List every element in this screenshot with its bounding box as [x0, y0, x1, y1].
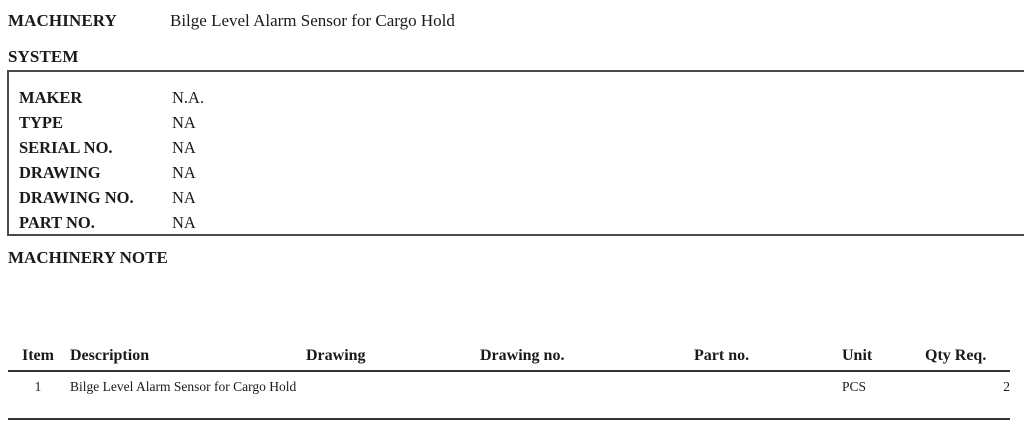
cell-description: Bilge Level Alarm Sensor for Cargo Hold [70, 379, 297, 394]
column-header-description: Description [70, 347, 150, 364]
machinery-value: Bilge Level Alarm Sensor for Cargo Hold [170, 11, 455, 30]
spec-row-part-no: PART NO. NA [19, 210, 1024, 235]
column-header-unit: Unit [842, 347, 873, 364]
spec-value-part-no: NA [172, 213, 196, 232]
spec-value-drawing-no: NA [172, 188, 196, 207]
spec-label-part-no: PART NO. [19, 213, 95, 232]
table-row: 1 Bilge Level Alarm Sensor for Cargo Hol… [8, 372, 1010, 418]
column-header-item: Item [22, 347, 54, 364]
spec-value-serial-no: NA [172, 138, 196, 157]
cell-qty-req: 2 [1003, 379, 1010, 394]
spec-row-drawing: DRAWING NA [19, 160, 1024, 185]
spec-value-maker: N.A. [172, 88, 205, 107]
items-table-header: Item Description Drawing Drawing no. Par… [8, 344, 1010, 372]
system-label: SYSTEM [8, 47, 79, 66]
column-header-qty-req: Qty Req. [925, 347, 987, 364]
spec-label-serial-no: SERIAL NO. [19, 138, 113, 157]
spec-label-drawing-no: DRAWING NO. [19, 188, 134, 207]
spec-label-type: TYPE [19, 113, 64, 132]
column-header-drawing: Drawing [306, 347, 366, 364]
column-header-part-no: Part no. [694, 347, 750, 364]
spec-row-maker: MAKER N.A. [19, 85, 1024, 110]
machinery-header-row: MACHINERY Bilge Level Alarm Sensor for Ca… [8, 10, 1024, 32]
machinery-note-text [8, 274, 1010, 332]
spec-row-drawing-no: DRAWING NO. NA [19, 185, 1024, 210]
cell-unit: PCS [842, 379, 867, 394]
spec-value-drawing: NA [172, 163, 196, 182]
system-header-row: SYSTEM [8, 46, 1024, 68]
spec-label-drawing: DRAWING [19, 163, 101, 182]
spec-row-serial-no: SERIAL NO. NA [19, 135, 1024, 160]
machinery-note-title: MACHINERY NOTE [8, 248, 168, 267]
cell-item: 1 [34, 379, 42, 394]
items-table: Item Description Drawing Drawing no. Par… [0, 344, 1024, 420]
spec-row-type: TYPE NA [19, 110, 1024, 135]
column-header-drawing-no: Drawing no. [480, 347, 565, 364]
items-table-body: 1 Bilge Level Alarm Sensor for Cargo Hol… [8, 372, 1010, 420]
spec-label-maker: MAKER [19, 88, 83, 107]
spec-value-type: NA [172, 113, 196, 132]
machinery-label: MACHINERY [8, 11, 117, 30]
